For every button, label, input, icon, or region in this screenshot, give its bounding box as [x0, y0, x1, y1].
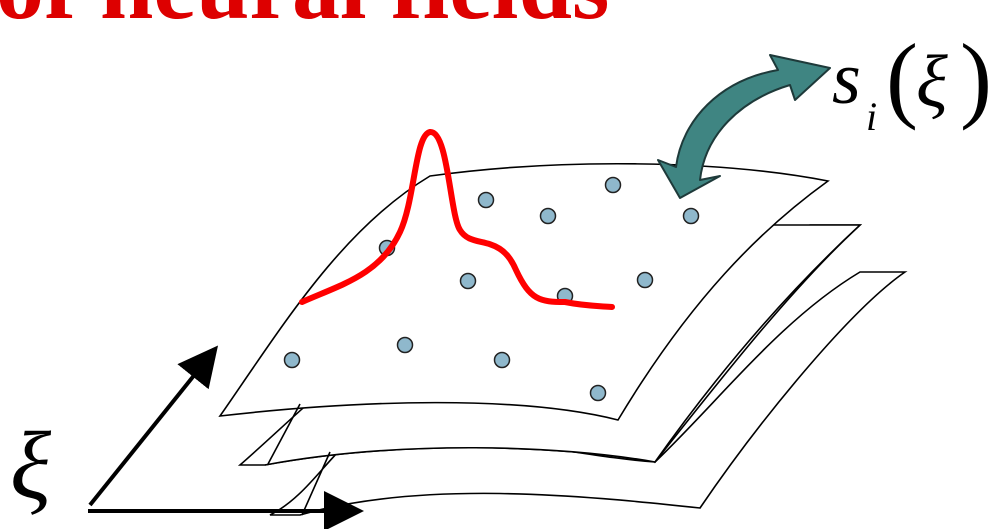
field-open-paren: ( [886, 24, 918, 131]
neuron [684, 209, 699, 224]
axis-arrow-diagonal [90, 358, 208, 505]
neuron [398, 338, 413, 353]
neuron [495, 353, 510, 368]
neuron [638, 273, 653, 288]
field-symbol: s [832, 38, 861, 120]
neuron [591, 386, 606, 401]
neuron [285, 353, 300, 368]
axis-label: ξ [10, 412, 52, 519]
slide-title: of neural fields [0, 0, 609, 39]
field-close-paren: ) [960, 24, 992, 131]
neuron [541, 209, 556, 224]
field-argument: ξ [916, 41, 948, 123]
field-subscript: i [866, 94, 877, 139]
neuron [461, 274, 476, 289]
neuron [479, 193, 494, 208]
neuron [606, 178, 621, 193]
